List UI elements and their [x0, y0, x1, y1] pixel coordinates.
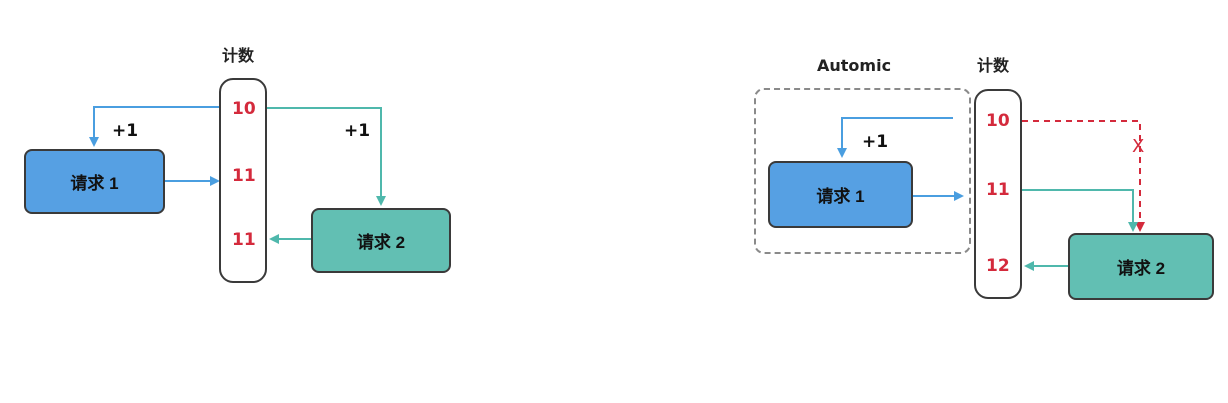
request-1-box: 请求 1	[768, 161, 913, 228]
counter-value-1: 10	[232, 99, 256, 119]
request-1-box: 请求 1	[24, 149, 165, 214]
atomic-group-frame	[754, 88, 971, 254]
increment-label: +1	[862, 132, 889, 152]
blocked-cross-mark: X	[1132, 136, 1145, 157]
arrow-counter-to-request2	[266, 107, 386, 206]
request-2-label: 请求 2	[356, 233, 406, 252]
arrow-counter-to-request2-atomic	[1022, 189, 1138, 232]
counter-title: 计数	[977, 56, 1010, 75]
arrow-failed-counter-to-request2	[1022, 120, 1145, 232]
counter-title: 计数	[222, 46, 255, 65]
counter-value-3: 11	[232, 230, 256, 250]
arrow-counter-to-request1	[89, 106, 222, 147]
counter-value-3: 12	[986, 256, 1010, 276]
atomic-group-title: Automic	[817, 56, 892, 75]
counter-value-2: 11	[232, 166, 256, 186]
request-2-box: 请求 2	[1068, 233, 1214, 300]
increment-label: +1	[344, 121, 371, 141]
counter-value-2: 11	[986, 180, 1010, 200]
counter-column	[974, 89, 1022, 299]
counter-value-1: 10	[986, 111, 1010, 131]
arrow-counter-to-request1-atomic	[837, 117, 953, 158]
request-2-label: 请求 2	[1116, 259, 1166, 278]
request-1-label: 请求 1	[70, 174, 119, 193]
counter-column	[219, 78, 267, 283]
request-1-label: 请求 1	[816, 187, 865, 206]
increment-label: +1	[112, 121, 139, 141]
request-2-box: 请求 2	[311, 208, 451, 273]
